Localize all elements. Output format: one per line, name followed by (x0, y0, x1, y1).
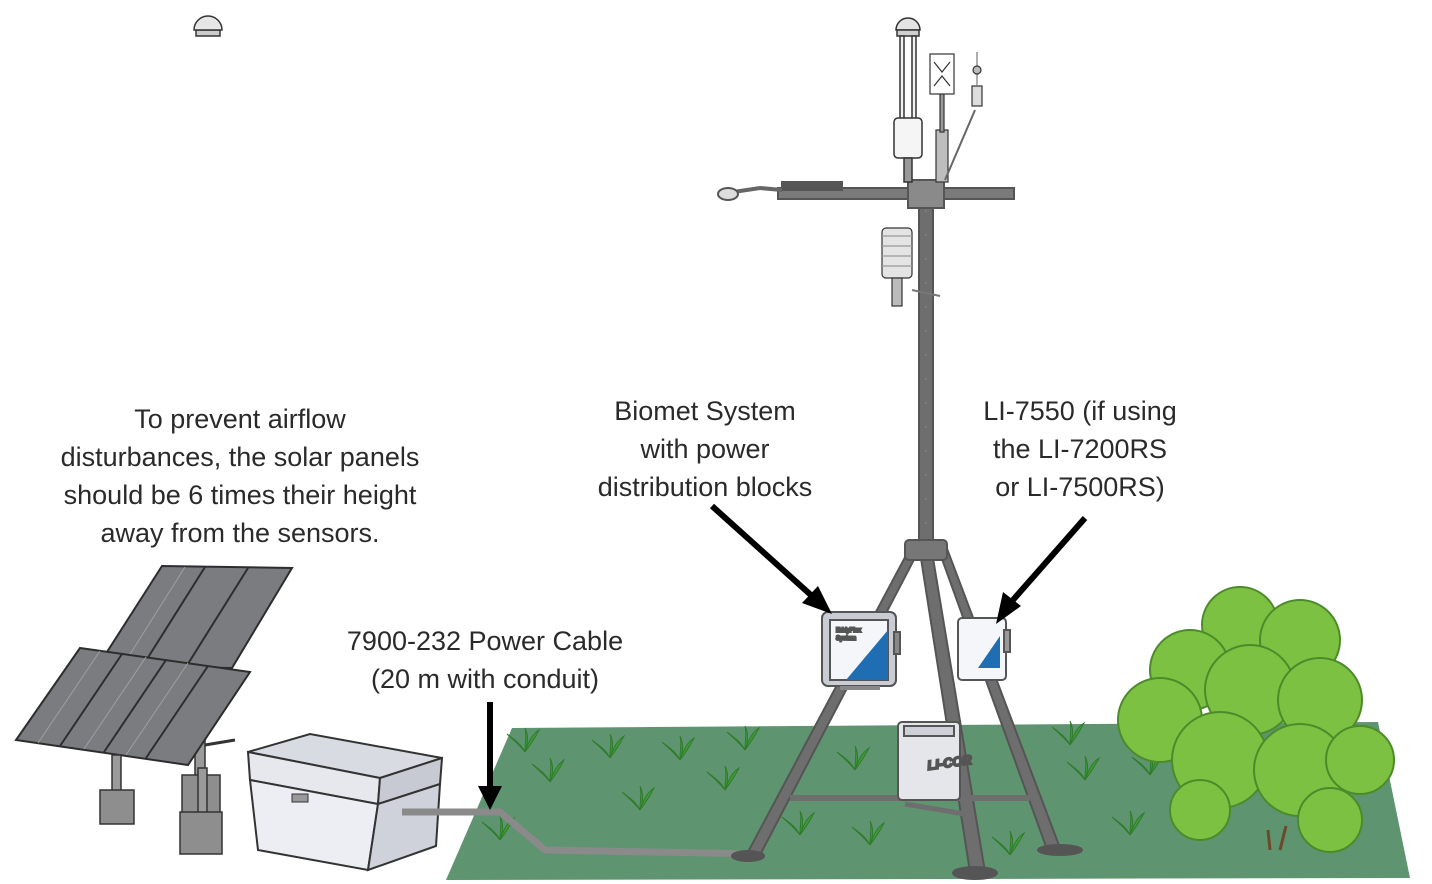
power-cable-label: 7900-232 Power Cable (20 m with conduit) (325, 622, 645, 698)
solar-panel-note: To prevent airflow disturbances, the sol… (20, 400, 460, 552)
solar-note-line-2: disturbances, the solar panels (60, 442, 420, 472)
solar-note-line-1: To prevent airflow (134, 404, 346, 434)
arrow-li7550-head (996, 592, 1021, 624)
bush (1117, 586, 1395, 853)
gas-analyzer (193, 15, 223, 31)
temp-humidity-shield (881, 227, 941, 307)
biomet-enclosure: EddyFlux System (821, 611, 901, 690)
power-cable-conduit (402, 808, 761, 858)
biomet-panel-line1: EddyFlux (836, 628, 861, 634)
li7550-line-2: the LI-7200RS (992, 434, 1168, 464)
power-cable-line-2: (20 m with conduit) (370, 664, 600, 694)
li7550-line-3: or LI-7500RS) (995, 472, 1165, 502)
battery-box-licor: LI-COR (897, 721, 974, 801)
grass-tufts (481, 720, 1166, 856)
solar-note-line-3: should be 6 times their height (63, 480, 417, 510)
biomet-line-2: with power (640, 434, 770, 464)
biomet-line-1: Biomet System (614, 396, 796, 426)
arrow-biomet-head (802, 586, 832, 614)
arrow-li7550 (1010, 516, 1088, 602)
li7550-label: LI-7550 (if using the LI-7200RS or LI-75… (945, 392, 1215, 506)
callout-arrows (478, 503, 1088, 810)
biomet-line-3: distribution blocks (597, 472, 813, 502)
ec-sensor-stack (893, 17, 923, 183)
net-radiometer (929, 52, 983, 183)
biomet-label: Biomet System with power distribution bl… (560, 392, 850, 506)
arrow-power-cable-head (478, 786, 502, 810)
battery-box-logo: LI-COR (926, 752, 973, 773)
arrow-biomet (709, 503, 815, 599)
power-cable-line-1: 7900-232 Power Cable (346, 626, 624, 656)
battery-enclosure (246, 732, 444, 872)
li7550-line-1: LI-7550 (if using (983, 396, 1177, 426)
li7550-enclosure (957, 617, 1011, 681)
biomet-panel-line2: System (836, 636, 856, 642)
solar-panel-array (14, 564, 294, 855)
solar-note-line-4: away from the sensors. (100, 518, 380, 548)
